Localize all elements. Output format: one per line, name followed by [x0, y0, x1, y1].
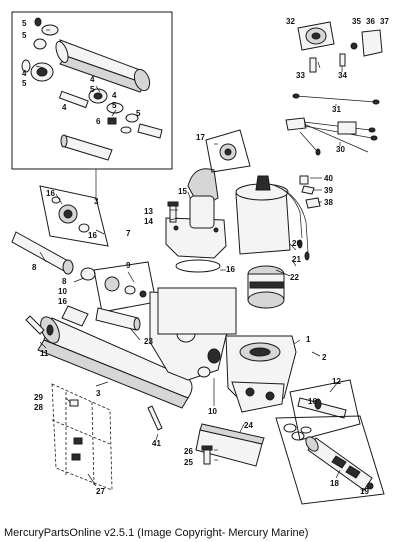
- callout-7: 7: [126, 229, 131, 238]
- inset-valve-part: [58, 88, 163, 139]
- pump-cover-part: [165, 168, 227, 259]
- callout-5: 5: [22, 31, 27, 40]
- callout-21: 21: [292, 255, 301, 264]
- callout-10: 10: [58, 287, 67, 296]
- callout-19: 19: [360, 487, 369, 496]
- callout-5: 5: [112, 101, 117, 110]
- callout-27: 27: [96, 487, 105, 496]
- callout-25: 25: [184, 458, 193, 467]
- callout-29: 29: [34, 393, 43, 402]
- callout-15: 15: [178, 187, 187, 196]
- callout-11: 11: [40, 349, 49, 358]
- callout-20: 20: [292, 239, 301, 248]
- mounting-bracket-dashed: [51, 383, 113, 491]
- manual-release-valve-group: [289, 379, 361, 441]
- leader-lines: [35, 29, 365, 495]
- anode-bolt-part: [201, 445, 213, 465]
- motor-brush-inset: [205, 129, 251, 173]
- callout-41: 41: [152, 439, 161, 448]
- callout-16: 16: [226, 265, 235, 274]
- callout-16: 16: [308, 397, 317, 406]
- valve-kit-group: [275, 415, 385, 505]
- electric-motor-part: [235, 175, 310, 261]
- callout-1: 1: [306, 335, 311, 344]
- pin-41-part: [147, 405, 163, 431]
- callout-4: 4: [62, 103, 67, 112]
- callout-32: 32: [286, 17, 295, 26]
- check-valve-group: [93, 261, 157, 313]
- callout-22: 22: [290, 273, 299, 282]
- callout-8: 8: [62, 277, 67, 286]
- callout-14: 14: [144, 217, 153, 226]
- callout-24: 24: [244, 421, 253, 430]
- callout-3: 3: [94, 197, 99, 206]
- pump-housing-part: [157, 287, 237, 335]
- callout-labels: 5 5 4 5 4 5 4 5 4 5 6 3 16 16 7 8 8 10 1…: [22, 17, 389, 496]
- callout-5: 5: [136, 109, 141, 118]
- fastener-hardware-group: [299, 175, 321, 209]
- callout-37: 37: [380, 17, 389, 26]
- callout-10: 10: [208, 407, 217, 416]
- callout-38: 38: [324, 198, 333, 207]
- callout-23: 23: [144, 337, 153, 346]
- callout-28: 28: [34, 403, 43, 412]
- callout-31: 31: [332, 105, 341, 114]
- callout-13: 13: [144, 207, 153, 216]
- callout-4: 4: [22, 69, 27, 78]
- callout-36: 36: [366, 17, 375, 26]
- callout-26: 26: [184, 447, 193, 456]
- reservoir-body-part: [225, 335, 297, 413]
- callout-4: 4: [90, 75, 95, 84]
- callout-34: 34: [338, 71, 347, 80]
- inset-assembly-box: [11, 11, 173, 170]
- copyright-caption: MercuryPartsOnline v2.5.1 (Image Copyrig…: [4, 527, 309, 539]
- pin-part: [95, 307, 141, 331]
- exploded-parts-diagram: 5 5 4 5 4 5 4 5 4 5 6 3 16 16 7 8 8 10 1…: [11, 11, 389, 505]
- callout-35: 35: [352, 17, 361, 26]
- callout-2: 2: [322, 353, 327, 362]
- solenoid-part: [297, 21, 383, 73]
- callout-16: 16: [88, 231, 97, 240]
- ram-cylinder-part: [55, 39, 151, 93]
- callout-16: 16: [46, 189, 55, 198]
- wire-harness-part: [285, 93, 380, 156]
- callout-18: 18: [330, 479, 339, 488]
- callout-33: 33: [296, 71, 305, 80]
- inset-piston-part: [21, 59, 54, 82]
- callout-5: 5: [22, 79, 27, 88]
- ram-shaft-part: [11, 231, 96, 281]
- armature-part: [247, 265, 285, 309]
- callout-9: 9: [126, 261, 131, 270]
- callout-40: 40: [324, 174, 333, 183]
- callout-3: 3: [96, 389, 101, 398]
- callout-16: 16: [58, 297, 67, 306]
- callout-4: 4: [112, 91, 117, 100]
- callout-12: 12: [332, 377, 341, 386]
- callout-5: 5: [90, 85, 95, 94]
- callout-8: 8: [32, 263, 37, 272]
- callout-39: 39: [324, 186, 333, 195]
- bolt-part: [167, 201, 179, 223]
- o-ring-part: [175, 259, 221, 273]
- callout-30: 30: [336, 145, 345, 154]
- anode-part: [195, 423, 265, 467]
- callout-5: 5: [22, 19, 27, 28]
- callout-17: 17: [196, 133, 205, 142]
- piston-kit-group: [39, 185, 109, 247]
- inset-rod-part: [60, 134, 113, 161]
- callout-6: 6: [96, 117, 101, 126]
